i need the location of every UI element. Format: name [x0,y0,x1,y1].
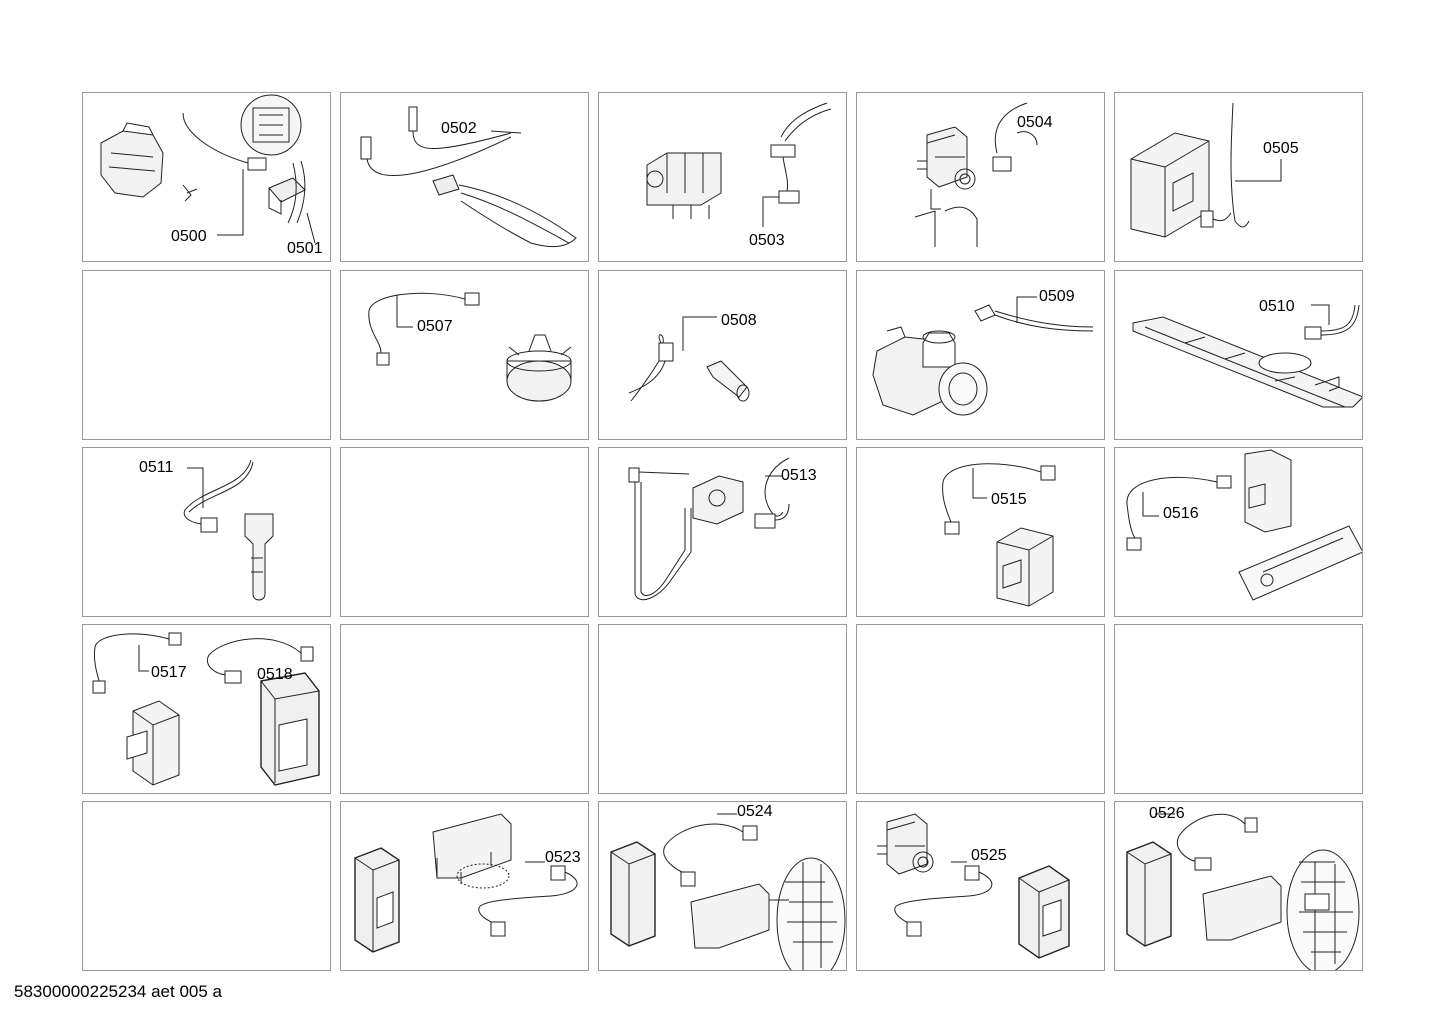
diagram-cell-r2c5: 0510 [1114,270,1363,440]
diagram-cell-r1c5: 0505 [1114,92,1363,262]
diagram-cell-r5c3: 0524 [598,801,847,971]
part-label: 0503 [749,232,785,249]
part-label: 0515 [991,491,1027,508]
parts-diagram-grid: 0500 0501 0502 0503 [82,92,1364,974]
diagram-cell-r5c1 [82,801,331,971]
diagram-cell-r1c3: 0503 [598,92,847,262]
diagram-cell-r1c4: 0504 [856,92,1105,262]
inlet-valve-drawing [914,102,1038,247]
diagram-cell-r4c5 [1114,624,1363,794]
diagram-cell-r1c1: 0500 0501 [82,92,331,262]
valve-module-drawing [877,813,1070,959]
hose-valve-drawing [628,457,790,601]
part-label: 0526 [1149,805,1185,822]
diagram-cell-r1c2: 0502 [340,92,589,262]
module-frame-detail-drawing [1126,813,1360,970]
two-modules-drawing [92,632,320,786]
diagram-cell-r3c1: 0511 [82,447,331,617]
diagram-cell-r2c4: 0509 [856,270,1105,440]
ntc-sensor-drawing [628,316,750,402]
diagram-cell-r3c2 [340,447,589,617]
part-label: 0517 [151,664,187,681]
module-harness-drawing [942,463,1056,607]
document-code: 58300000225234 aet 005 a [14,982,222,1001]
diagram-cell-r3c3: 0513 [598,447,847,617]
module-frame-detail-drawing [610,813,846,970]
part-label: 0523 [545,849,581,866]
part-label: 0505 [1263,140,1299,157]
diagram-cell-r5c5: 0526 [1114,801,1363,971]
part-label: 0525 [971,847,1007,864]
module-frame-drawing [354,813,578,953]
part-label: 0510 [1259,298,1295,315]
motor-drawing [100,94,316,244]
diagram-cell-r3c5: 0516 [1114,447,1363,617]
part-label: 0509 [1039,288,1075,305]
part-label: 0507 [417,318,453,335]
valve-block-drawing [646,102,832,227]
part-label: 0513 [781,467,817,484]
rail-board-drawing [1132,304,1362,408]
pressure-sensor-drawing [368,292,572,402]
diagram-cell-r2c3: 0508 [598,270,847,440]
part-label: 0502 [441,120,477,137]
heater-drawing [360,106,577,248]
diagram-cell-r4c1: 0517 0518 [82,624,331,794]
diagram-cell-r2c1 [82,270,331,440]
diagram-cell-r2c2: 0507 [340,270,589,440]
control-module-drawing [1130,102,1282,238]
diagram-cell-r4c3 [598,624,847,794]
module-board-drawing [1126,449,1362,601]
diagram-cell-r4c2 [340,624,589,794]
part-label: 0524 [737,803,773,820]
part-label: 0518 [257,666,293,683]
diagram-cell-r5c4: 0525 [856,801,1105,971]
probe-drawing [183,459,274,601]
part-label: 0516 [1163,505,1199,522]
part-label: 0501 [287,240,323,257]
part-label: 0500 [171,228,207,245]
part-label: 0504 [1017,114,1053,131]
drain-pump-drawing [872,296,1094,416]
diagram-cell-r4c4 [856,624,1105,794]
diagram-cell-r5c2: 0523 [340,801,589,971]
part-label: 0511 [139,459,174,476]
diagram-cell-r3c4: 0515 [856,447,1105,617]
part-label: 0508 [721,312,757,329]
